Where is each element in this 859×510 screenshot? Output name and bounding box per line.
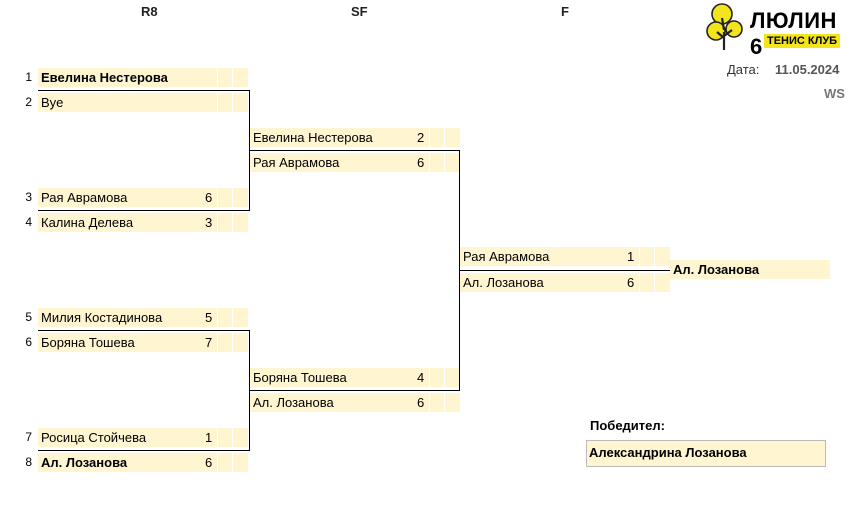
winner-name[interactable]: Александрина Лозанова (586, 440, 826, 467)
seed-number: 5 (25, 310, 32, 324)
tree-icon (706, 3, 743, 50)
bracket-line (38, 210, 250, 211)
r8-player-score[interactable]: 1 (200, 428, 248, 447)
seed-number: 2 (25, 95, 32, 109)
bracket-line (460, 270, 670, 271)
sf-player-score[interactable]: 2 (412, 128, 460, 147)
sf-player-name[interactable]: Ал. Лозанова (250, 393, 412, 412)
seed-number: 4 (25, 215, 32, 229)
date-value: 11.05.2024 (775, 62, 840, 77)
sf-player-score[interactable]: 6 (412, 393, 460, 412)
bracket-line (249, 90, 250, 210)
bracket-line (38, 90, 250, 91)
event-code: WS (824, 86, 845, 101)
seed-number: 3 (25, 190, 32, 204)
r8-player-score[interactable]: 7 (200, 333, 248, 352)
winner-label: Победител: (590, 418, 665, 433)
logo-title: ЛЮЛИН 6 (750, 8, 837, 59)
r8-player-name[interactable]: Боряна Тошева (38, 333, 200, 352)
final-player-name[interactable]: Рая Аврамова (460, 247, 622, 266)
date-label: Дата: (727, 62, 760, 77)
round-header-f: F (561, 4, 569, 19)
logo-subtitle: ТЕНИС КЛУБ (764, 34, 841, 48)
r8-player-name[interactable]: Bye (38, 93, 200, 112)
final-player-score[interactable]: 1 (622, 247, 670, 266)
r8-player-name[interactable]: Милия Костадинова (38, 308, 200, 327)
sf-player-name[interactable]: Боряна Тошева (250, 368, 412, 387)
r8-player-score[interactable]: 6 (200, 188, 248, 207)
r8-player-name[interactable]: Ал. Лозанова (38, 453, 200, 472)
round-header-sf: SF (351, 4, 368, 19)
club-logo: ЛЮЛИН 6 ТЕНИС КЛУБ (706, 2, 852, 59)
final-player-score[interactable]: 6 (622, 273, 670, 292)
sf-player-score[interactable]: 6 (412, 153, 460, 172)
seed-number: 6 (25, 335, 32, 349)
sf-player-score[interactable]: 4 (412, 368, 460, 387)
r8-player-score[interactable] (200, 93, 248, 112)
bracket-line (38, 330, 250, 331)
r8-player-score[interactable] (200, 68, 248, 87)
bracket-line (250, 150, 460, 151)
sf-player-name[interactable]: Евелина Нестерова (250, 128, 412, 147)
champion-name[interactable]: Ал. Лозанова (670, 260, 830, 279)
grid-divider (654, 247, 655, 292)
bracket-line (459, 150, 460, 390)
bracket-line (38, 450, 250, 451)
r8-player-name[interactable]: Калина Делева (38, 213, 200, 232)
final-player-name[interactable]: Ал. Лозанова (460, 273, 622, 292)
r8-player-score[interactable]: 5 (200, 308, 248, 327)
r8-player-score[interactable]: 6 (200, 453, 248, 472)
bracket-line (249, 330, 250, 450)
r8-player-name[interactable]: Росица Стойчева (38, 428, 200, 447)
r8-player-name[interactable]: Евелина Нестерова (38, 68, 200, 87)
r8-player-score[interactable]: 3 (200, 213, 248, 232)
seed-number: 7 (25, 430, 32, 444)
r8-player-name[interactable]: Рая Аврамова (38, 188, 200, 207)
sf-player-name[interactable]: Рая Аврамова (250, 153, 412, 172)
seed-number: 8 (25, 455, 32, 469)
grid-divider (639, 247, 640, 292)
round-header-r8: R8 (141, 4, 158, 19)
bracket-line (250, 390, 460, 391)
seed-number: 1 (25, 70, 32, 84)
